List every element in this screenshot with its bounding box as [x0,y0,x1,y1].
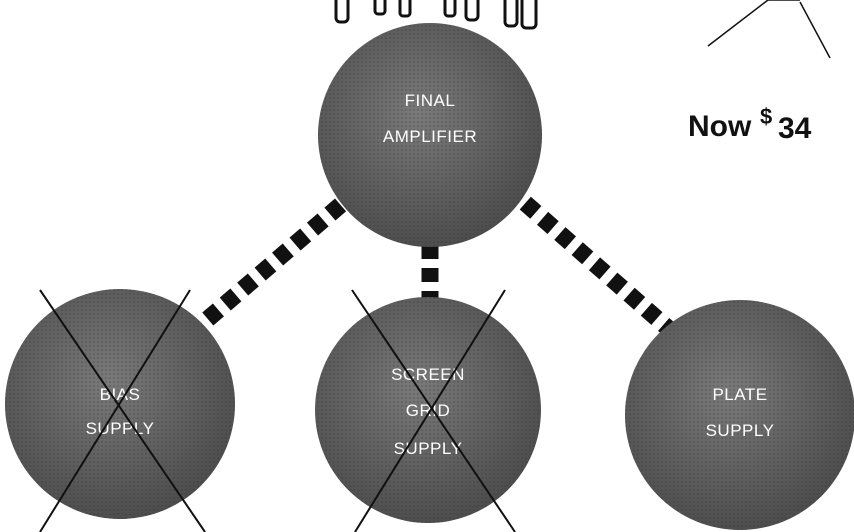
final-amplifier-line2: AMPLIFIER [383,127,477,146]
screen-grid-cross-out [351,289,516,532]
price-prefix: Now [688,110,752,143]
price-currency: $ [760,104,772,129]
price-amount: 34 [778,112,812,145]
tube-pins [334,0,538,30]
plate-supply-line1: PLATE [712,385,767,404]
screen-grid-line2: GRID [406,401,451,420]
node-plate-supply: PLATE SUPPLY [625,300,854,530]
screen-grid-line1: SCREEN [391,365,465,384]
connector-plate [502,181,676,337]
antenna-lines [707,0,831,59]
bias-supply-line1: BIAS [100,385,141,404]
connector-bias [189,183,364,337]
node-screen-grid-supply: SCREEN GRID SUPPLY [315,297,541,523]
screen-grid-line3: SUPPLY [394,439,463,458]
node-final-amplifier: FINAL AMPLIFIER [318,23,542,247]
price-tag: Now $ 34 [688,104,812,145]
final-amplifier-line1: FINAL [405,91,456,110]
bias-supply-line2: SUPPLY [86,419,155,438]
bias-supply-cross-out [39,289,206,532]
plate-supply-line2: SUPPLY [706,421,775,440]
